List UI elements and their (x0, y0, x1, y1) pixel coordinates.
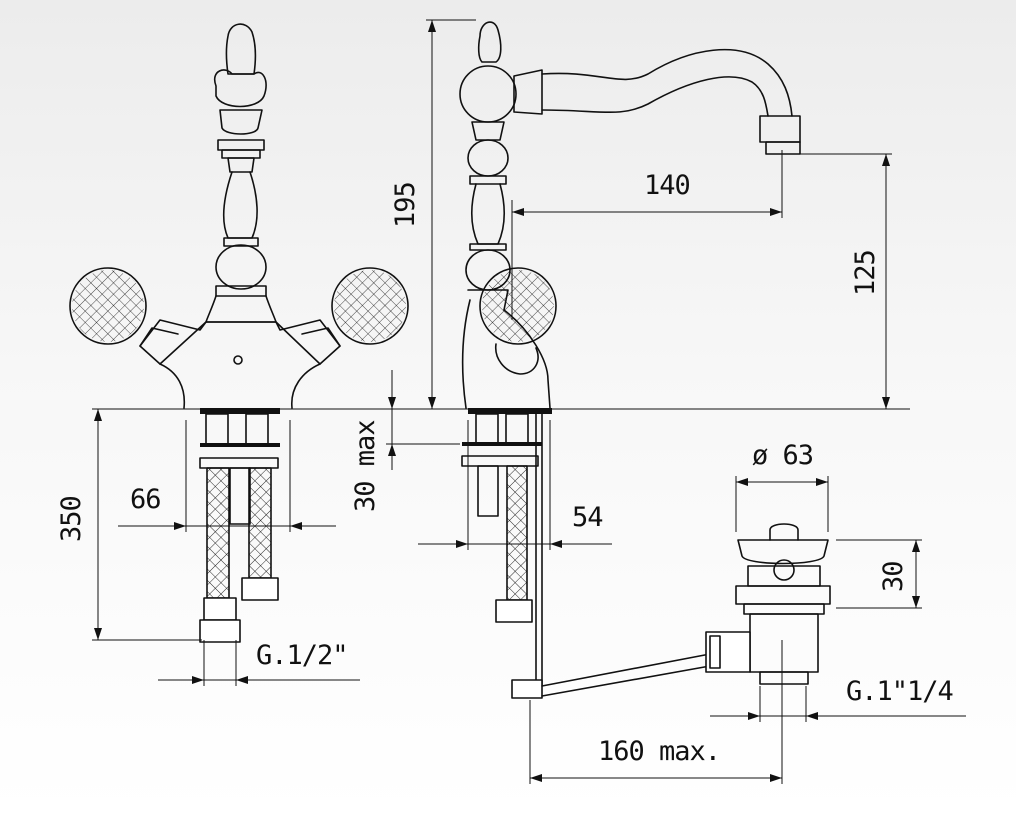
dim-label-30-max: 30 max (350, 420, 381, 512)
side-view (459, 21, 801, 699)
dim-label-350: 350 (56, 496, 87, 542)
dim-label-g-half: G.1/2" (256, 640, 348, 671)
front-view (69, 23, 409, 643)
dimension-lines (92, 19, 966, 784)
arrowheads (94, 20, 920, 782)
dim-label-54: 54 (572, 502, 603, 533)
dim-label-125: 125 (850, 250, 881, 296)
dim-label-160-max: 160 max. (598, 736, 720, 767)
dim-label-195: 195 (390, 182, 421, 228)
dim-label-66: 66 (130, 484, 161, 515)
dim-label-waste-30: 30 (878, 561, 909, 592)
dim-label-g-1-1-4: G.1"1/4 (846, 676, 953, 707)
dim-label-diameter-63: ø 63 (752, 440, 813, 471)
dim-label-140: 140 (644, 170, 690, 201)
waste-view (705, 523, 831, 685)
